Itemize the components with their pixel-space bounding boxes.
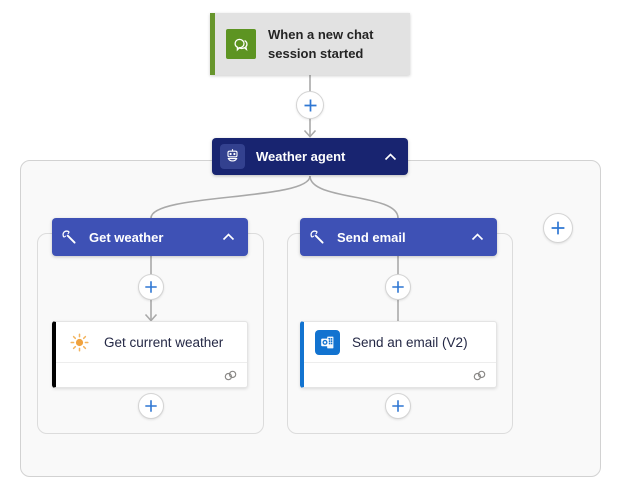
plus-icon — [392, 400, 404, 412]
chevron-up-icon — [471, 233, 483, 241]
add-action-button-get-weather-end[interactable] — [138, 393, 164, 419]
plus-icon — [145, 281, 157, 293]
insert-step-button-top[interactable] — [296, 91, 324, 119]
wrench-icon — [62, 229, 76, 244]
trigger-card[interactable]: When a new chat session started — [210, 13, 410, 75]
action-label: Send an email (V2) — [352, 334, 468, 350]
tool-header-label: Get weather — [89, 229, 164, 245]
agent-label: Weather agent — [256, 149, 346, 164]
plus-icon — [392, 281, 404, 293]
trigger-label: When a new chat session started — [268, 26, 374, 62]
agent-card[interactable]: Weather agent — [212, 138, 408, 175]
connection-icon[interactable] — [223, 369, 238, 382]
bot-icon — [220, 144, 245, 169]
insert-action-button-send-email[interactable] — [385, 274, 411, 300]
tool-header-get-weather[interactable]: Get weather — [52, 218, 248, 256]
action-card-send-an-email-v2[interactable]: Send an email (V2) — [300, 321, 497, 388]
wrench-icon — [310, 229, 324, 244]
plus-icon — [304, 99, 316, 111]
tool-collapse-button-send-email[interactable] — [467, 227, 487, 247]
sun-icon — [67, 330, 92, 355]
action-card-get-current-weather[interactable]: Get current weather — [52, 321, 248, 388]
insert-action-button-get-weather[interactable] — [138, 274, 164, 300]
chat-session-icon — [226, 29, 256, 59]
tool-header-label: Send email — [337, 229, 406, 245]
chevron-up-icon — [384, 152, 396, 160]
outlook-icon — [315, 329, 340, 355]
chevron-up-icon — [222, 233, 234, 241]
add-action-button-send-email-end[interactable] — [385, 393, 411, 419]
plus-icon — [145, 400, 157, 412]
tool-collapse-button-get-weather[interactable] — [218, 227, 238, 247]
arrowhead-agent-icon — [303, 129, 317, 138]
add-branch-button[interactable] — [543, 213, 573, 243]
connection-icon[interactable] — [472, 369, 487, 382]
action-label: Get current weather — [104, 334, 224, 350]
tool-header-send-email[interactable]: Send email — [300, 218, 497, 256]
agent-collapse-button[interactable] — [380, 147, 400, 167]
plus-icon — [551, 221, 565, 235]
